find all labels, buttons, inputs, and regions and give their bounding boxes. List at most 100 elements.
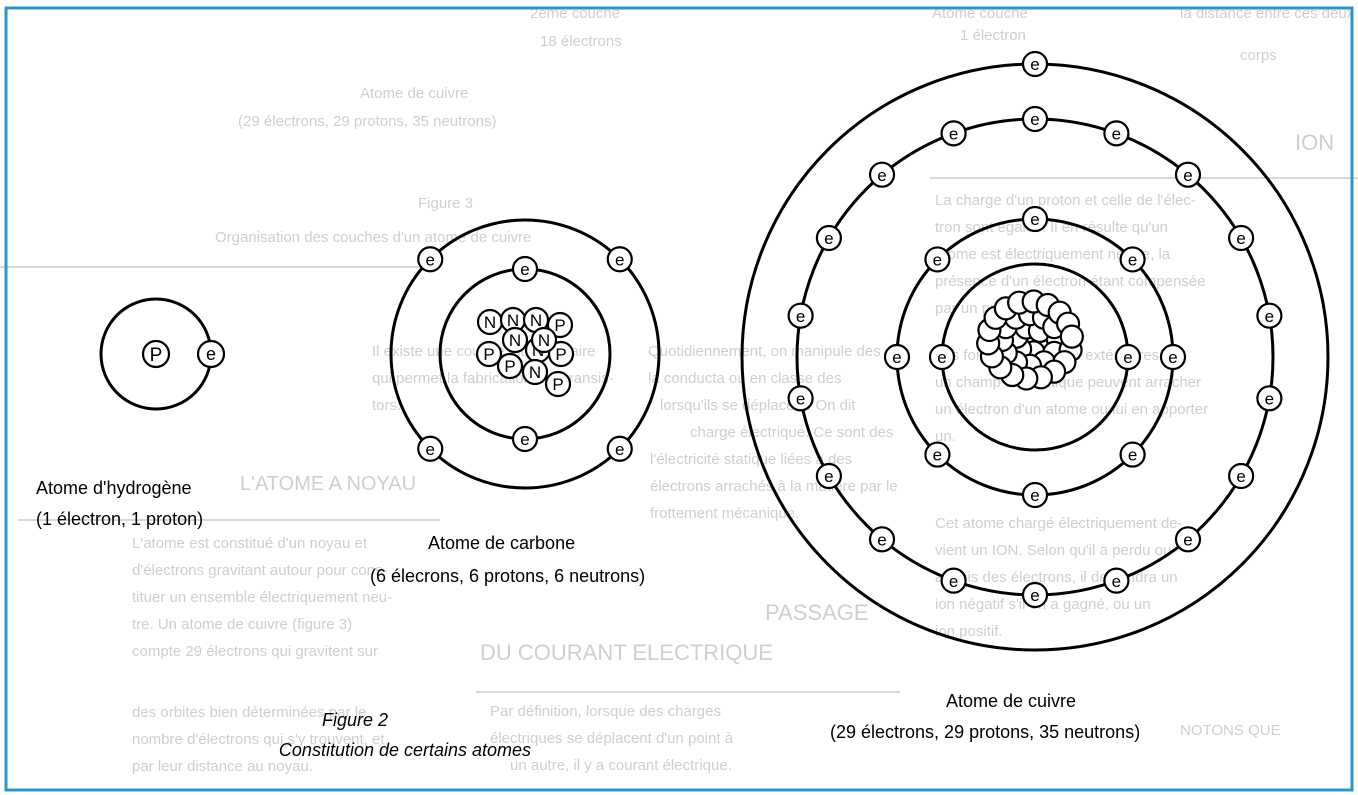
ghost-line: Quotidiennement, on manipule des bbox=[648, 343, 881, 360]
electron: e bbox=[1228, 462, 1255, 490]
electron: e bbox=[606, 246, 633, 273]
electron-label: e bbox=[1030, 55, 1039, 74]
ghost-line: L'ATOME A NOYAU bbox=[240, 473, 416, 495]
carbon-nucleus: NNNPPNNPPNPN bbox=[475, 306, 575, 398]
electron: e bbox=[511, 425, 539, 453]
ghost-line: présence d'un électron étant compensée bbox=[935, 273, 1206, 290]
electron-label: e bbox=[426, 250, 435, 269]
hydrogen-detail: (1 électron, 1 proton) bbox=[36, 509, 203, 529]
ghost-line: compte 29 électrons qui gravitent sur bbox=[132, 643, 378, 660]
electron: e bbox=[1119, 441, 1146, 468]
ghost-line: corps bbox=[1240, 47, 1277, 64]
ghost-line: 1 électron bbox=[960, 27, 1026, 44]
electron-label: e bbox=[949, 124, 958, 143]
nucleon: P bbox=[475, 340, 503, 368]
nucleon: P bbox=[496, 352, 524, 380]
electron: e bbox=[787, 302, 814, 329]
ghost-line: frottement mécanique. bbox=[650, 505, 799, 522]
figure-frame bbox=[4, 6, 1354, 792]
electron-label: e bbox=[892, 348, 901, 367]
nucleon-label: P bbox=[483, 345, 494, 364]
electron-label: e bbox=[1265, 307, 1274, 326]
electron: e bbox=[940, 120, 967, 147]
electron: e bbox=[1021, 481, 1049, 509]
nucleon-label: N bbox=[509, 331, 521, 350]
ghost-line: Cet atome chargé électriquement de- bbox=[935, 515, 1183, 532]
electron: e bbox=[1159, 343, 1187, 371]
ghost-line: tituer un ensemble électriquement neu- bbox=[132, 589, 392, 606]
electron-label: e bbox=[1112, 124, 1121, 143]
electron-label: e bbox=[1112, 572, 1121, 591]
electron-label: e bbox=[877, 166, 886, 185]
ghost-line: La charge d'un proton et celle de l'élec… bbox=[935, 192, 1196, 209]
ghost-line: vient un ION. Selon qu'il a perdu ou bbox=[935, 542, 1171, 559]
electron-label: e bbox=[1236, 229, 1245, 248]
electron-label: e bbox=[520, 260, 529, 279]
nucleon-label: N bbox=[538, 331, 550, 350]
nucleon: P bbox=[544, 370, 572, 398]
ghost-line: ION bbox=[1295, 130, 1334, 155]
nucleon: N bbox=[522, 306, 550, 334]
electron: e bbox=[883, 343, 911, 371]
ghost-line: atome est électriquement neutre, la bbox=[935, 246, 1171, 263]
ghost-line: un autre, il y a courant électrique. bbox=[510, 757, 732, 774]
nucleon bbox=[1059, 324, 1084, 349]
nucleon-label: N bbox=[529, 363, 541, 382]
ghost-line: (29 électrons, 29 protons, 35 neutrons) bbox=[238, 113, 497, 130]
ghost-line: tre. Un atome de cuivre (figure 3) bbox=[132, 616, 352, 633]
electron-label: e bbox=[949, 572, 958, 591]
electron: e bbox=[1119, 246, 1146, 273]
ghost-line: 18 électrons bbox=[540, 33, 622, 50]
nucleon-label: P bbox=[552, 375, 563, 394]
ghost-line: qui permet la fabrication des transis- bbox=[372, 370, 614, 387]
electron: e bbox=[924, 441, 951, 468]
ghost-line: d'électrons gravitant autour pour cons- bbox=[132, 562, 388, 579]
ghost-line: l'électricité statique liées à des bbox=[650, 451, 852, 468]
ghost-line: charge électrique. Ce sont des bbox=[690, 424, 893, 441]
electron: e bbox=[1228, 224, 1255, 252]
copper-detail: (29 électrons, 29 protons, 35 neutrons) bbox=[830, 722, 1140, 742]
nucleon: P bbox=[547, 340, 575, 368]
figure-number: Figure 2 bbox=[322, 710, 388, 730]
electron: e bbox=[511, 255, 539, 283]
electron: e bbox=[1021, 50, 1049, 78]
ghost-line: électriques se déplacent d'un point à bbox=[490, 730, 734, 747]
electron-label: e bbox=[796, 389, 805, 408]
nucleon-label: N bbox=[530, 311, 542, 330]
electron-label: e bbox=[1168, 348, 1177, 367]
electron: e bbox=[606, 435, 633, 462]
electron: e bbox=[417, 246, 444, 273]
nucleon-label: N bbox=[484, 313, 496, 332]
electron: e bbox=[868, 526, 896, 553]
nucleon-label: P bbox=[554, 316, 565, 335]
electron-label: e bbox=[615, 250, 624, 269]
electron-label: e bbox=[824, 229, 833, 248]
electron: e bbox=[1103, 567, 1130, 594]
nucleon: N bbox=[501, 326, 529, 354]
proton-label: P bbox=[150, 345, 163, 366]
hydrogen-name: Atome d'hydrogène bbox=[36, 478, 192, 498]
electron-label: e bbox=[1030, 586, 1039, 605]
electron: e bbox=[868, 161, 896, 188]
electron-label: e bbox=[520, 430, 529, 449]
ghost-line: un champ magnétique peuvent arracher bbox=[935, 374, 1201, 391]
electron-label: e bbox=[1030, 110, 1039, 129]
ghost-line: un. bbox=[935, 428, 956, 445]
electron-label: e bbox=[1030, 210, 1039, 229]
electron: e bbox=[1021, 105, 1049, 133]
ghost-line: Figure 3 bbox=[418, 195, 473, 212]
copper-name: Atome de cuivre bbox=[946, 691, 1076, 711]
carbon-outer-orbit bbox=[389, 218, 661, 490]
electron-label: e bbox=[1265, 389, 1274, 408]
carbon-detail: (6 élecrons, 6 protons, 6 neutrons) bbox=[370, 566, 645, 586]
electron-label: e bbox=[1123, 348, 1132, 367]
electron: e bbox=[924, 246, 951, 273]
nucleon-label: N bbox=[507, 311, 519, 330]
ghost-line: NOTONS QUE bbox=[1180, 722, 1281, 739]
electron-label: e bbox=[1128, 251, 1137, 270]
figure-caption: Constitution de certains atomes bbox=[279, 740, 531, 760]
